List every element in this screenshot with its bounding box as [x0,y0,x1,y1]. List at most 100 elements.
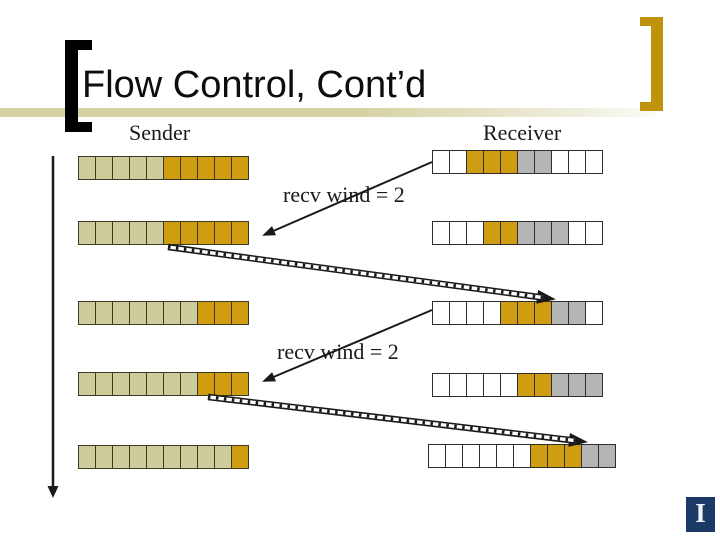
buffer-cell-khaki [95,445,113,469]
right-bracket-decoration [640,17,663,111]
buffer-cell-khaki [146,156,164,180]
buffer-cell-white [500,373,518,397]
buffer-cell-white [432,373,450,397]
buffer-cell-white [449,373,467,397]
buffer-cell-gold [534,301,552,325]
buffer-cell-gold [197,156,215,180]
buffer-cell-gold [517,301,535,325]
left-bracket-decoration [65,40,92,132]
buffer-cell-white [466,221,484,245]
buffer-cell-gold [180,156,198,180]
buffer-cell-gold [214,372,232,396]
buffer-cell-gray [568,373,586,397]
buffer-cell-white [585,301,603,325]
buffer-cell-white [568,150,586,174]
receiver-row-4 [432,373,603,397]
sender-row-4 [78,372,249,396]
buffer-cell-khaki [112,221,130,245]
buffer-cell-gold [564,444,582,468]
buffer-cell-khaki [163,301,181,325]
buffer-cell-gray [568,301,586,325]
buffer-cell-white [462,444,480,468]
buffer-cell-gold [197,372,215,396]
buffer-cell-gray [551,221,569,245]
buffer-cell-white [449,301,467,325]
buffer-cell-gold [534,373,552,397]
buffer-cell-gray [517,221,535,245]
buffer-cell-white [466,373,484,397]
buffer-cell-khaki [95,221,113,245]
buffer-cell-white [432,301,450,325]
buffer-cell-khaki [78,156,96,180]
buffer-cell-gold [214,156,232,180]
logo-letter-i: I [695,498,706,528]
buffer-cell-khaki [112,445,130,469]
buffer-cell-khaki [78,221,96,245]
buffer-cell-white [466,301,484,325]
buffer-cell-white [585,150,603,174]
buffer-cell-gold [483,150,501,174]
buffer-cell-gray [551,301,569,325]
buffer-cell-gray [581,444,599,468]
buffer-cell-gold [231,445,249,469]
buffer-cell-gray [517,150,535,174]
buffer-cell-white [449,221,467,245]
buffer-cell-gold [197,301,215,325]
sender-row-2 [78,221,249,245]
sender-label: Sender [129,120,191,145]
buffer-cell-white [483,301,501,325]
buffer-cell-gray [551,373,569,397]
buffer-cell-white [513,444,531,468]
buffer-cell-khaki [78,445,96,469]
buffer-cell-gray [534,150,552,174]
sender-row-3 [78,301,249,325]
buffer-cell-white [428,444,446,468]
buffer-cell-khaki [112,301,130,325]
receiver-row-5 [428,444,616,468]
buffer-cell-gold [231,301,249,325]
buffer-cell-khaki [112,156,130,180]
data-chain-arrow-2 [207,393,588,447]
buffer-cell-khaki [78,372,96,396]
buffer-cell-white [432,221,450,245]
buffer-cell-gold [500,150,518,174]
buffer-cell-gold [214,221,232,245]
sender-row-5 [78,445,249,469]
recv-wind-label-1: recv wind = 2 [283,182,405,207]
buffer-cell-white [585,221,603,245]
buffer-cell-gold [197,221,215,245]
buffer-cell-khaki [214,445,232,469]
title-underline-band [0,108,656,117]
slide-title: Flow Control, Cont’d [82,64,427,106]
timeline-arrow [47,156,59,498]
buffer-cell-gold [530,444,548,468]
buffer-cell-gray [534,221,552,245]
buffer-cell-khaki [146,301,164,325]
buffer-cell-khaki [129,156,147,180]
buffer-cell-khaki [129,301,147,325]
sender-row-1 [78,156,249,180]
buffer-cell-khaki [163,445,181,469]
buffer-cell-gray [585,373,603,397]
buffer-cell-white [496,444,514,468]
receiver-row-3 [432,301,603,325]
receiver-row-1 [432,150,603,174]
buffer-cell-gold [180,221,198,245]
buffer-cell-khaki [129,445,147,469]
buffer-cell-khaki [180,301,198,325]
buffer-cell-white [445,444,463,468]
buffer-cell-khaki [129,221,147,245]
buffer-cell-gold [163,221,181,245]
buffer-cell-gold [547,444,565,468]
buffer-cell-gold [466,150,484,174]
buffer-cell-khaki [197,445,215,469]
buffer-cell-gray [598,444,616,468]
buffer-cell-khaki [146,445,164,469]
receiver-label: Receiver [483,120,562,145]
buffer-cell-khaki [146,372,164,396]
buffer-cell-gold [483,221,501,245]
recv-wind-label-2: recv wind = 2 [277,339,399,364]
buffer-cell-white [432,150,450,174]
buffer-cell-white [483,373,501,397]
buffer-cell-white [449,150,467,174]
